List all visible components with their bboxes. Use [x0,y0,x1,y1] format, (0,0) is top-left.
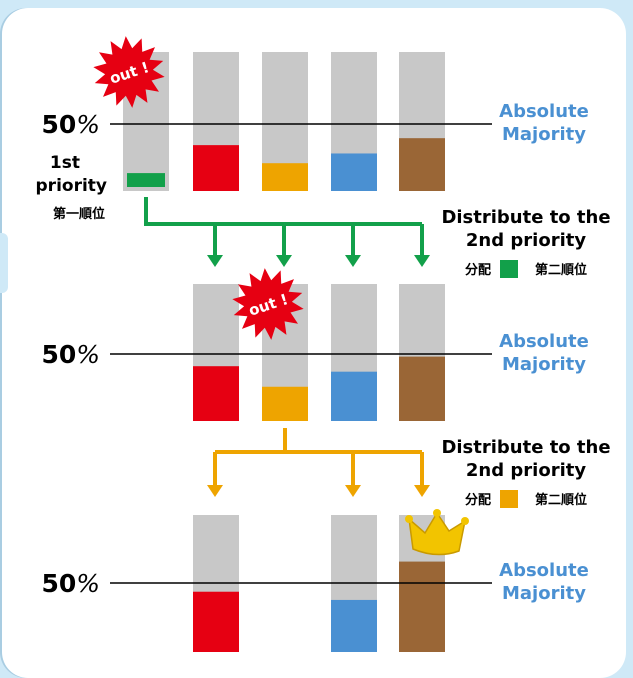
down-arrow-icon [414,255,430,267]
distribution-2-jp-left: 分配 [465,492,491,508]
down-arrow-icon [207,485,223,497]
first-priority-jp: 第一順位 [53,206,105,222]
color-square-icon [500,260,518,278]
round3-bar-fill-red [193,591,239,652]
out-starburst-shape [232,268,304,340]
round1-majority-label-1: Absolute [499,101,589,122]
crown-jewel [433,509,441,517]
round1-bar-fill-brown [399,138,445,191]
down-arrow-icon [276,255,292,267]
round3-majority-label-1: Absolute [499,560,589,581]
content-panel [2,8,626,678]
crown-shape [407,511,467,556]
round1-fifty-label: 50% [41,110,100,139]
round1-majority-label-2: Majority [502,124,586,145]
distribution-2-jp-right: 第二順位 [535,492,587,508]
round3-fifty-label: 50% [41,569,100,598]
round3-bar-fill-blue [331,599,377,652]
out-starburst-icon: out ! [232,268,304,340]
distribution-2-title-1: Distribute to the [441,437,610,458]
round2-bar-fill-brown [399,356,445,421]
distribution-2-title-2: 2nd priority [466,460,586,481]
down-arrow-icon [345,485,361,497]
down-arrow-icon [414,485,430,497]
crown-icon [405,509,469,556]
round1-bar-fill-orange [262,163,308,191]
first-priority-label-1: 1st [50,153,80,173]
round2-bar-fill-blue [331,371,377,421]
round2-majority-label-1: Absolute [499,331,589,352]
green-connector [144,197,422,226]
distribution-1-title-1: Distribute to the [441,207,610,228]
round2-fifty-label: 50% [41,340,100,369]
distribution-1-jp-right: 第二順位 [535,262,587,278]
round3-bar-fill-brown [399,561,445,652]
distribution-1-jp-left: 分配 [465,262,491,278]
round1-bar-fill-red [193,145,239,191]
round2-majority-label-2: Majority [502,354,586,375]
round2-bar-fill-orange [262,386,308,421]
out-starburst-icon: out ! [93,36,165,108]
down-arrow-icon [345,255,361,267]
color-square-icon [500,490,518,508]
distribution-1-title-2: 2nd priority [466,230,586,251]
first-priority-label-2: priority [36,176,107,196]
down-arrow-icon [207,255,223,267]
crown-jewel [405,515,413,523]
panel-side-tab [0,233,8,293]
round2-bar-fill-red [193,366,239,421]
out-starburst-shape [93,36,165,108]
crown-jewel [461,517,469,525]
round1-bar-fill-blue [331,153,377,191]
round3-majority-label-2: Majority [502,583,586,604]
round1-bar-fill-green [127,173,165,187]
